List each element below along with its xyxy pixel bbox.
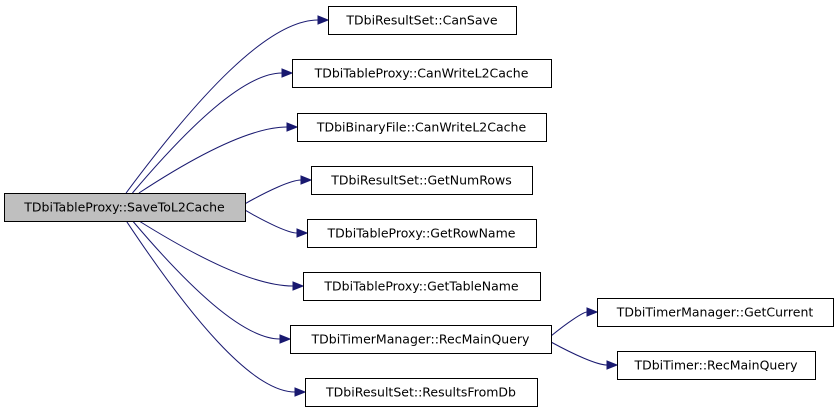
node-box[interactable]: [307, 219, 537, 248]
edge-root-to-n4: [244, 175, 313, 205]
arrowhead-icon: [294, 387, 307, 397]
root-node[interactable]: TDbiTableProxy::SaveToL2Cache: [4, 193, 246, 222]
node-label: TDbiResultSet::CanSave: [345, 13, 498, 28]
node-label: TDbiTableProxy::GetTableName: [323, 279, 519, 294]
node-box[interactable]: [290, 325, 552, 354]
arrowhead-icon: [606, 360, 619, 370]
edge-line: [132, 72, 283, 194]
node-box[interactable]: [305, 378, 538, 407]
node-box[interactable]: [328, 6, 517, 35]
callee-node-n9[interactable]: TDbiTimerManager::GetCurrent: [597, 298, 834, 327]
edge-root-to-n1: [125, 15, 330, 194]
edge-line: [550, 311, 588, 337]
edge-root-to-n2: [132, 68, 294, 194]
arrowhead-icon: [279, 334, 292, 344]
node-box[interactable]: [292, 59, 552, 88]
edge-line: [138, 220, 294, 287]
node-label: TDbiTableProxy::CanWriteL2Cache: [314, 66, 529, 81]
callee-node-n10[interactable]: TDbiTimer::RecMainQuery: [617, 351, 816, 380]
node-label: TDbiTimerManager::GetCurrent: [616, 305, 814, 320]
node-box[interactable]: [4, 193, 246, 222]
node-label: TDbiResultSet::ResultsFromDb: [325, 385, 516, 400]
node-box[interactable]: [297, 113, 547, 142]
callee-node-n1[interactable]: TDbiResultSet::CanSave: [328, 6, 517, 35]
node-box[interactable]: [303, 272, 541, 301]
callee-node-n8[interactable]: TDbiResultSet::ResultsFromDb: [305, 378, 538, 407]
edge-line: [244, 209, 298, 234]
callee-node-n4[interactable]: TDbiResultSet::GetNumRows: [311, 166, 533, 195]
node-label: TDbiTableProxy::GetRowName: [327, 226, 516, 241]
arrowhead-icon: [586, 307, 599, 317]
edge-root-to-n7: [132, 220, 292, 344]
arrowhead-icon: [296, 228, 309, 238]
node-label: TDbiTimer::RecMainQuery: [633, 358, 798, 373]
arrowhead-icon: [300, 175, 313, 185]
call-edges: [125, 15, 619, 397]
edge-line: [132, 220, 281, 340]
edge-root-to-n6: [138, 220, 305, 291]
callee-node-n7[interactable]: TDbiTimerManager::RecMainQuery: [290, 325, 552, 354]
node-box[interactable]: [597, 298, 834, 327]
callee-node-n6[interactable]: TDbiTableProxy::GetTableName: [303, 272, 541, 301]
node-box[interactable]: [311, 166, 533, 195]
edge-root-to-n8: [125, 220, 307, 397]
node-label: TDbiBinaryFile::CanWriteL2Cache: [316, 120, 527, 135]
node-label: TDbiTableProxy::SaveToL2Cache: [23, 200, 225, 215]
edge-line: [550, 341, 608, 366]
node-box[interactable]: [617, 351, 816, 380]
edge-root-to-n3: [138, 122, 299, 194]
arrowhead-icon: [281, 68, 294, 78]
arrowhead-icon: [317, 15, 330, 25]
node-label: TDbiTimerManager::RecMainQuery: [311, 332, 531, 347]
arrowhead-icon: [286, 122, 299, 132]
edge-line: [125, 220, 296, 393]
node-label: TDbiResultSet::GetNumRows: [330, 173, 511, 188]
call-nodes: TDbiTableProxy::SaveToL2CacheTDbiResultS…: [4, 6, 834, 407]
callee-node-n2[interactable]: TDbiTableProxy::CanWriteL2Cache: [292, 59, 552, 88]
edge-root-to-n5: [244, 209, 309, 238]
edge-line: [125, 19, 319, 194]
arrowhead-icon: [292, 281, 305, 291]
edge-n7-to-n9: [550, 307, 599, 337]
edge-line: [138, 126, 288, 194]
callee-node-n3[interactable]: TDbiBinaryFile::CanWriteL2Cache: [297, 113, 547, 142]
edge-n7-to-n10: [550, 341, 619, 370]
callee-node-n5[interactable]: TDbiTableProxy::GetRowName: [307, 219, 537, 248]
edge-line: [244, 179, 302, 205]
